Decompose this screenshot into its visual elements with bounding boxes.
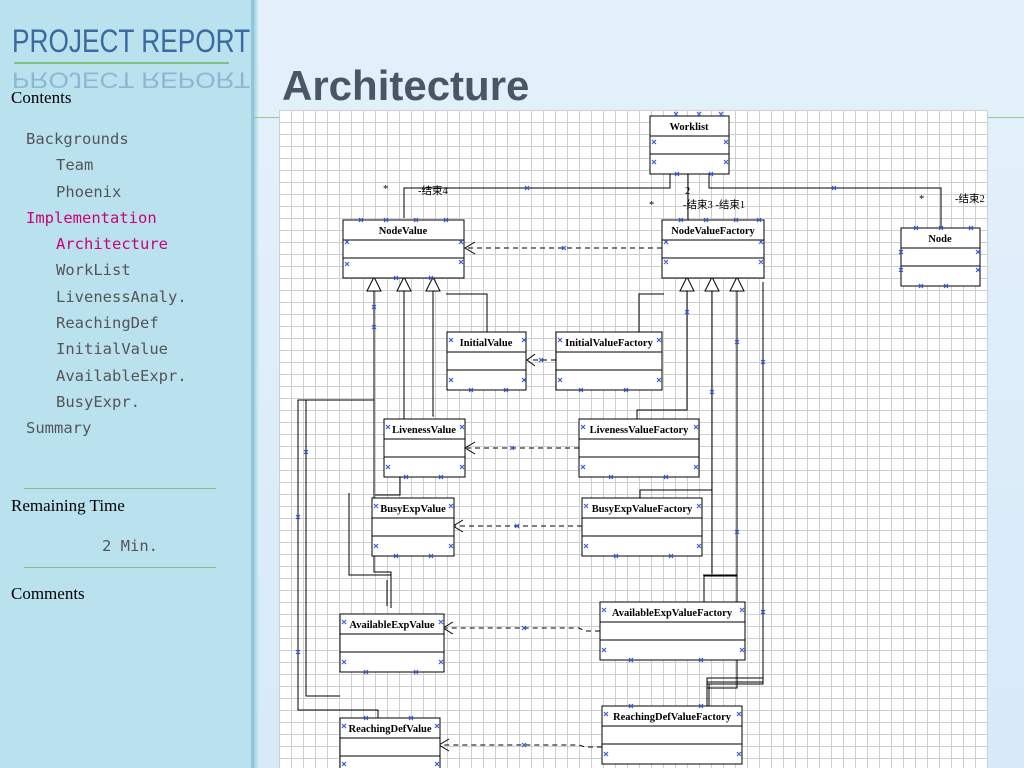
logo-underline [14, 62, 229, 64]
sidebar: PROJECT REPORT PROJECT REPORT Contents B… [0, 0, 259, 768]
nav-item-implementation[interactable]: Implementation [26, 208, 157, 227]
page-title: Architecture [282, 62, 530, 109]
dependency-lines [441, 247, 662, 748]
class-livenessvalue-name: LivenessValue [392, 425, 456, 436]
remaining-time-heading: Remaining Time [11, 496, 125, 515]
label-end4: -结束4 [418, 184, 448, 197]
comments-heading: Comments [11, 584, 85, 603]
nav-list: Backgrounds Team Phoenix Implementation … [26, 126, 187, 442]
nav-item-architecture[interactable]: Architecture [56, 235, 168, 254]
class-reachingdefvalue-name: ReachingDefValue [348, 724, 431, 735]
uml-diagram-svg: Worklist NodeValue NodeValueFactory Node… [295, 111, 985, 768]
nav-item-team[interactable]: Team [56, 156, 94, 175]
remaining-time-value: 2 Min. [102, 537, 158, 555]
selection-handles [295, 111, 981, 767]
class-availableexpvalue-name: AvailableExpValue [349, 620, 435, 631]
class-nodevalue-name: NodeValue [379, 226, 428, 237]
association-labels: * -结束4 2 * -结束3 -结束1 * -结束2 [383, 184, 985, 211]
divider-1 [24, 488, 216, 489]
class-node-name: Node [928, 234, 952, 245]
class-worklist-name: Worklist [669, 122, 709, 133]
label-mult-2: 2 [685, 186, 690, 197]
nav-item-livenessanaly[interactable]: LivenessAnaly. [56, 287, 187, 306]
class-livenessvaluefactory-name: LivenessValueFactory [590, 425, 690, 436]
nav-item-backgrounds[interactable]: Backgrounds [26, 130, 129, 148]
divider-2 [24, 567, 216, 568]
class-initialvaluefactory-name: InitialValueFactory [565, 338, 653, 349]
nav-item-summary[interactable]: Summary [26, 419, 92, 438]
nav-item-busyexpr[interactable]: BusyExpr. [56, 392, 140, 411]
label-mult-star-3: * [919, 194, 924, 205]
nav-item-availableexpr[interactable]: AvailableExpr. [56, 366, 187, 385]
class-availableexpvaluefactory-name: AvailableExpValueFactory [612, 608, 733, 619]
nav-item-initialvalue[interactable]: InitialValue [56, 340, 168, 359]
class-initialvalue-name: InitialValue [460, 338, 513, 349]
inheritance-arrows [366, 275, 745, 292]
label-end2: -结束2 [955, 192, 985, 205]
class-names: Worklist NodeValue NodeValueFactory Node… [348, 122, 952, 735]
class-boxes [339, 115, 981, 768]
label-mult-star-1: * [383, 184, 388, 195]
contents-heading: Contents [11, 88, 72, 107]
class-busyexpvaluefactory-name: BusyExpValueFactory [592, 504, 693, 515]
class-nodevaluefactory-name: NodeValueFactory [671, 226, 755, 237]
uml-diagram: Worklist NodeValue NodeValueFactory Node… [279, 110, 988, 768]
nav-item-phoenix[interactable]: Phoenix [56, 182, 122, 201]
nav-item-reachingdef[interactable]: ReachingDef [56, 314, 159, 333]
label-mult-star-2: * [649, 200, 654, 211]
project-report-logo: PROJECT REPORT [12, 23, 251, 59]
class-reachingdefvaluefactory-name: ReachingDefValueFactory [613, 712, 732, 723]
nav-item-worklist[interactable]: WorkList [56, 261, 131, 280]
label-end3-end1: -结束3 -结束1 [683, 198, 745, 211]
class-busyexpvalue-name: BusyExpValue [380, 504, 446, 515]
